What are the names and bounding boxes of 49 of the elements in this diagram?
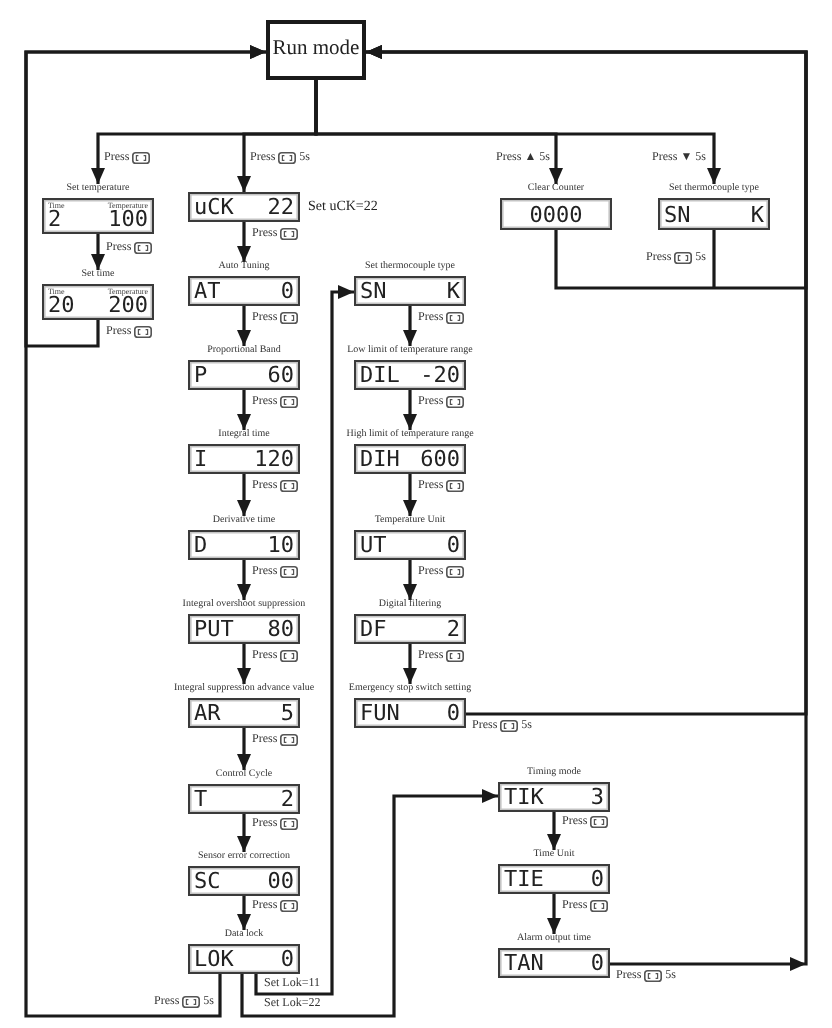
display-value: UT 0 bbox=[360, 534, 460, 558]
arrow bbox=[403, 644, 417, 684]
arrow bbox=[403, 474, 417, 516]
arrow bbox=[237, 728, 251, 770]
arrow bbox=[237, 390, 251, 430]
display-value: P 60 bbox=[194, 364, 294, 388]
display-value: AT 0 bbox=[194, 280, 294, 304]
display-value: AR 5 bbox=[194, 702, 294, 726]
display-value: I 120 bbox=[194, 448, 294, 472]
display-value: PUT 80 bbox=[194, 618, 294, 642]
connector-line bbox=[712, 230, 716, 288]
display-value: SN K bbox=[664, 204, 764, 228]
display-value: D 10 bbox=[194, 534, 294, 558]
arrow bbox=[366, 45, 808, 966]
arrow bbox=[24, 45, 266, 1018]
display-value: LOK 0 bbox=[194, 948, 294, 972]
arrow bbox=[254, 285, 354, 996]
mode-box bbox=[266, 20, 366, 80]
arrow bbox=[547, 894, 561, 934]
display-value: DIL -20 bbox=[360, 364, 460, 388]
arrow bbox=[314, 80, 721, 184]
display-value: DIH 600 bbox=[360, 448, 460, 472]
display-value: SN K bbox=[360, 280, 460, 304]
display-value: 20 200 bbox=[48, 294, 148, 318]
arrow bbox=[237, 644, 251, 684]
display-value: TIK 3 bbox=[504, 786, 604, 810]
display-value: uCK 22 bbox=[194, 196, 294, 220]
arrow bbox=[237, 222, 251, 262]
display-value: FUN 0 bbox=[360, 702, 460, 726]
arrow bbox=[237, 896, 251, 930]
display-value: TAN 0 bbox=[504, 952, 604, 976]
display-value: DF 2 bbox=[360, 618, 460, 642]
arrow bbox=[237, 560, 251, 600]
arrow bbox=[237, 814, 251, 852]
arrow bbox=[237, 474, 251, 516]
arrow bbox=[240, 789, 498, 1018]
display-value: T 2 bbox=[194, 788, 294, 812]
arrow bbox=[91, 234, 105, 270]
display-value: TIE 0 bbox=[504, 868, 604, 892]
display-value: SC 00 bbox=[194, 870, 294, 894]
display-value: 0000 bbox=[527, 204, 585, 228]
mode-label: Run mode bbox=[272, 38, 360, 62]
arrow bbox=[403, 560, 417, 600]
arrow bbox=[237, 306, 251, 346]
arrow bbox=[403, 306, 417, 346]
arrow bbox=[547, 812, 561, 850]
connector-line bbox=[554, 230, 714, 290]
arrow bbox=[403, 390, 417, 430]
display-value: 2 100 bbox=[48, 208, 148, 232]
